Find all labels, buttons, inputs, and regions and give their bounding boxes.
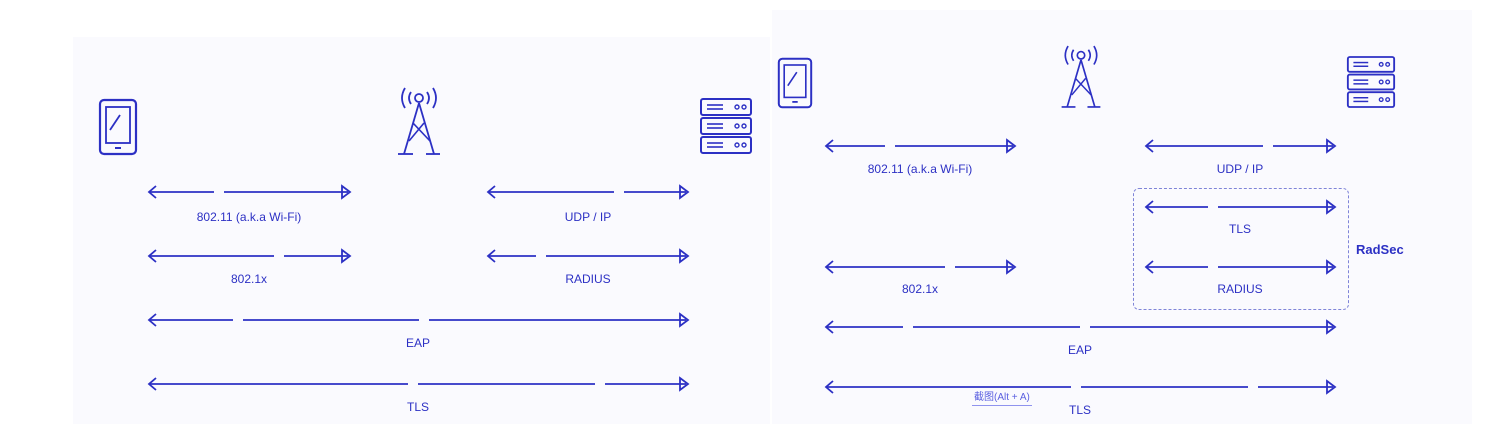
smartphone-icon xyxy=(98,98,138,156)
smartphone-icon xyxy=(777,57,813,109)
arrow-udp-ip xyxy=(486,184,690,200)
screenshot-hint: 截图(Alt + A) xyxy=(972,392,1032,406)
arrow-radius xyxy=(1144,259,1337,275)
arrow-802-1x xyxy=(824,259,1017,275)
arrow-eap xyxy=(147,312,690,328)
label-802-1x: 802.1x xyxy=(230,272,268,286)
radsec-label: RadSec xyxy=(1356,242,1404,257)
label-eap: EAP xyxy=(405,336,431,350)
label-802-1x: 802.1x xyxy=(901,282,939,296)
arrow-tls-inner xyxy=(1144,199,1337,215)
label-udp-ip: UDP / IP xyxy=(1216,162,1264,176)
antenna-tower-icon xyxy=(1061,45,1101,108)
panel-right-radsec xyxy=(772,10,1472,424)
arrow-tls xyxy=(824,379,1337,395)
radsec-group-box xyxy=(1133,188,1349,310)
arrow-udp-ip xyxy=(1144,138,1337,154)
label-tls: TLS xyxy=(406,400,430,414)
server-rack-icon xyxy=(700,98,752,154)
arrow-tls xyxy=(147,376,690,392)
arrow-802-1x xyxy=(147,248,352,264)
antenna-tower-icon xyxy=(398,87,440,155)
label-tls: TLS xyxy=(1068,403,1092,417)
label-udp-ip: UDP / IP xyxy=(564,210,612,224)
label-eap: EAP xyxy=(1067,343,1093,357)
arrow-radius xyxy=(486,248,690,264)
label-radius: RADIUS xyxy=(565,272,611,286)
server-rack-icon xyxy=(1346,56,1396,108)
arrow-eap xyxy=(824,319,1337,335)
label-tls-inner: TLS xyxy=(1228,222,1252,236)
label-radius: RADIUS xyxy=(1217,282,1263,296)
label-wifi: 802.11 (a.k.a Wi-Fi) xyxy=(196,210,302,224)
arrow-wifi xyxy=(147,184,352,200)
arrow-wifi xyxy=(824,138,1017,154)
label-wifi: 802.11 (a.k.a Wi-Fi) xyxy=(867,162,973,176)
